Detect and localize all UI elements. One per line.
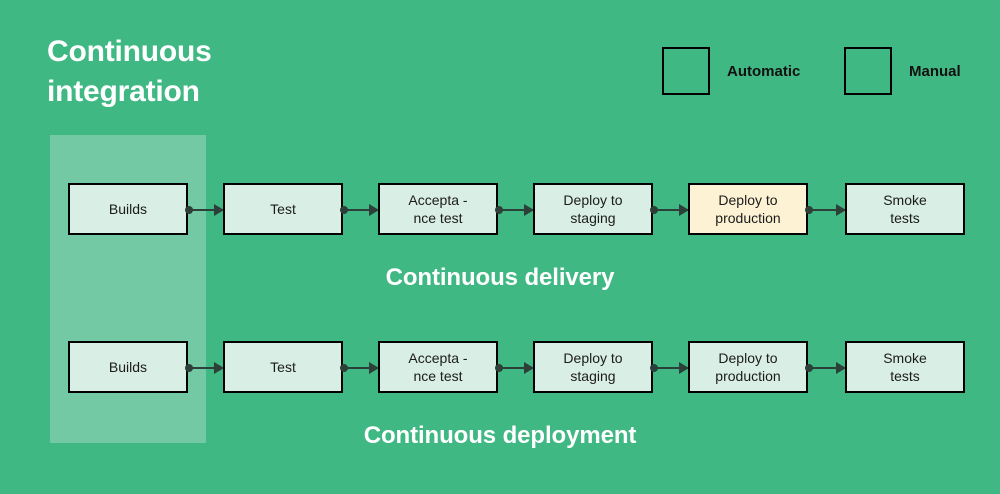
pipeline-node[interactable]: Smoke tests [845, 183, 965, 235]
legend-swatch-manual [844, 47, 892, 95]
pipeline-node[interactable]: Deploy to staging [533, 341, 653, 393]
arrow-source-dot [185, 364, 193, 372]
arrow-source-dot [495, 364, 503, 372]
arrow-head-icon [679, 204, 689, 216]
pipeline-arrow [805, 362, 846, 374]
pipeline-arrow [340, 362, 379, 374]
arrow-head-icon [214, 362, 224, 374]
arrow-line [808, 367, 845, 369]
pipeline-node[interactable]: Deploy to staging [533, 183, 653, 235]
pipeline-node[interactable]: Deploy to production [688, 341, 808, 393]
pipeline-node[interactable]: Accepta - nce test [378, 341, 498, 393]
arrow-head-icon [214, 204, 224, 216]
arrow-line [653, 367, 688, 369]
pipeline-node[interactable]: Accepta - nce test [378, 183, 498, 235]
arrow-head-icon [369, 204, 379, 216]
pipeline-arrow [495, 204, 534, 216]
pipeline-node[interactable]: Builds [68, 183, 188, 235]
pipeline-node[interactable]: Smoke tests [845, 341, 965, 393]
pipeline-arrow [340, 204, 379, 216]
pipeline-arrow [185, 362, 224, 374]
arrow-line [188, 367, 223, 369]
legend-label-automatic: Automatic [727, 62, 801, 80]
arrow-line [653, 209, 688, 211]
arrow-line [343, 209, 378, 211]
row-title-continuous-delivery: Continuous delivery [385, 264, 615, 291]
legend-swatch-automatic [662, 47, 710, 95]
arrow-source-dot [185, 206, 193, 214]
arrow-source-dot [495, 206, 503, 214]
pipeline-node[interactable]: Builds [68, 341, 188, 393]
arrow-line [498, 209, 533, 211]
arrow-head-icon [836, 362, 846, 374]
pipeline-node[interactable]: Test [223, 341, 343, 393]
arrow-source-dot [340, 364, 348, 372]
pipeline-arrow [650, 204, 689, 216]
legend-item-manual: Manual [844, 47, 961, 95]
page-title: Continuous integration [47, 35, 212, 108]
arrow-line [498, 367, 533, 369]
arrow-line [343, 367, 378, 369]
arrow-source-dot [650, 364, 658, 372]
pipeline-arrow [185, 204, 224, 216]
pipeline-node[interactable]: Deploy to production [688, 183, 808, 235]
arrow-source-dot [805, 364, 813, 372]
arrow-head-icon [836, 204, 846, 216]
arrow-head-icon [369, 362, 379, 374]
legend-item-automatic: Automatic [662, 47, 800, 95]
arrow-head-icon [679, 362, 689, 374]
arrow-source-dot [650, 206, 658, 214]
arrow-source-dot [805, 206, 813, 214]
pipeline-node[interactable]: Test [223, 183, 343, 235]
pipeline-arrow [495, 362, 534, 374]
arrow-head-icon [524, 362, 534, 374]
arrow-source-dot [340, 206, 348, 214]
row-title-continuous-deployment: Continuous deployment [363, 422, 637, 449]
arrow-line [808, 209, 845, 211]
pipeline-arrow [805, 204, 846, 216]
legend-label-manual: Manual [909, 62, 961, 80]
arrow-line [188, 209, 223, 211]
arrow-head-icon [524, 204, 534, 216]
pipeline-arrow [650, 362, 689, 374]
